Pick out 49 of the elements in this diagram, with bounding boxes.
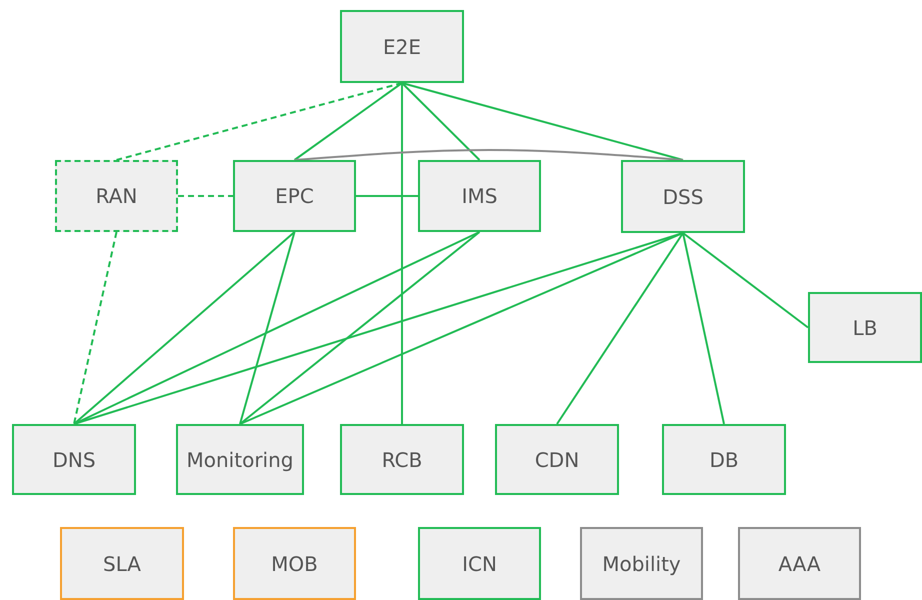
connector-line (74, 231, 480, 425)
process-box (340, 424, 464, 495)
box-label: IMS (462, 184, 498, 208)
process-box (233, 527, 356, 600)
box-label: RAN (96, 184, 138, 208)
connector-line (73, 231, 296, 425)
process-box (580, 527, 703, 600)
process-box (738, 527, 861, 600)
process-box (340, 10, 464, 83)
connector-line (239, 231, 480, 425)
process-box (233, 160, 356, 232)
box-label: DSS (662, 184, 704, 208)
connector-line (294, 82, 403, 161)
box-label: MOB (271, 552, 318, 576)
connector-line (239, 232, 296, 424)
process-box (60, 527, 184, 600)
box-label: DB (709, 448, 739, 472)
box-label: DNS (52, 448, 96, 472)
box-label: SLA (103, 552, 141, 576)
process-box (176, 424, 304, 495)
box-label: AAA (778, 552, 821, 576)
connector-line (73, 232, 118, 424)
process-box (495, 424, 619, 495)
connector-line (401, 82, 480, 161)
connector-line (294, 149, 684, 161)
box-label: E2E (383, 34, 421, 58)
process-box (55, 160, 178, 232)
process-box (418, 160, 541, 232)
box-label: CDN (534, 448, 580, 472)
box-label: RCB (382, 448, 422, 472)
connector-line (556, 232, 684, 425)
connector-line (178, 195, 233, 197)
process-box (808, 292, 922, 363)
connector-line (682, 232, 809, 328)
box-label: Monitoring (186, 448, 294, 472)
connector-line (682, 232, 725, 424)
connector-line (240, 232, 684, 425)
box-label: Mobility (602, 552, 681, 576)
process-box (662, 424, 786, 495)
box-label: EPC (275, 184, 314, 208)
box-label: ICN (462, 552, 497, 576)
box-label: LB (852, 316, 878, 340)
connector-line (401, 83, 403, 424)
process-box (621, 160, 745, 233)
process-box (418, 527, 541, 600)
connector-line (116, 82, 402, 161)
process-box (12, 424, 136, 495)
connector-line (402, 82, 684, 161)
connector-line (356, 195, 418, 197)
